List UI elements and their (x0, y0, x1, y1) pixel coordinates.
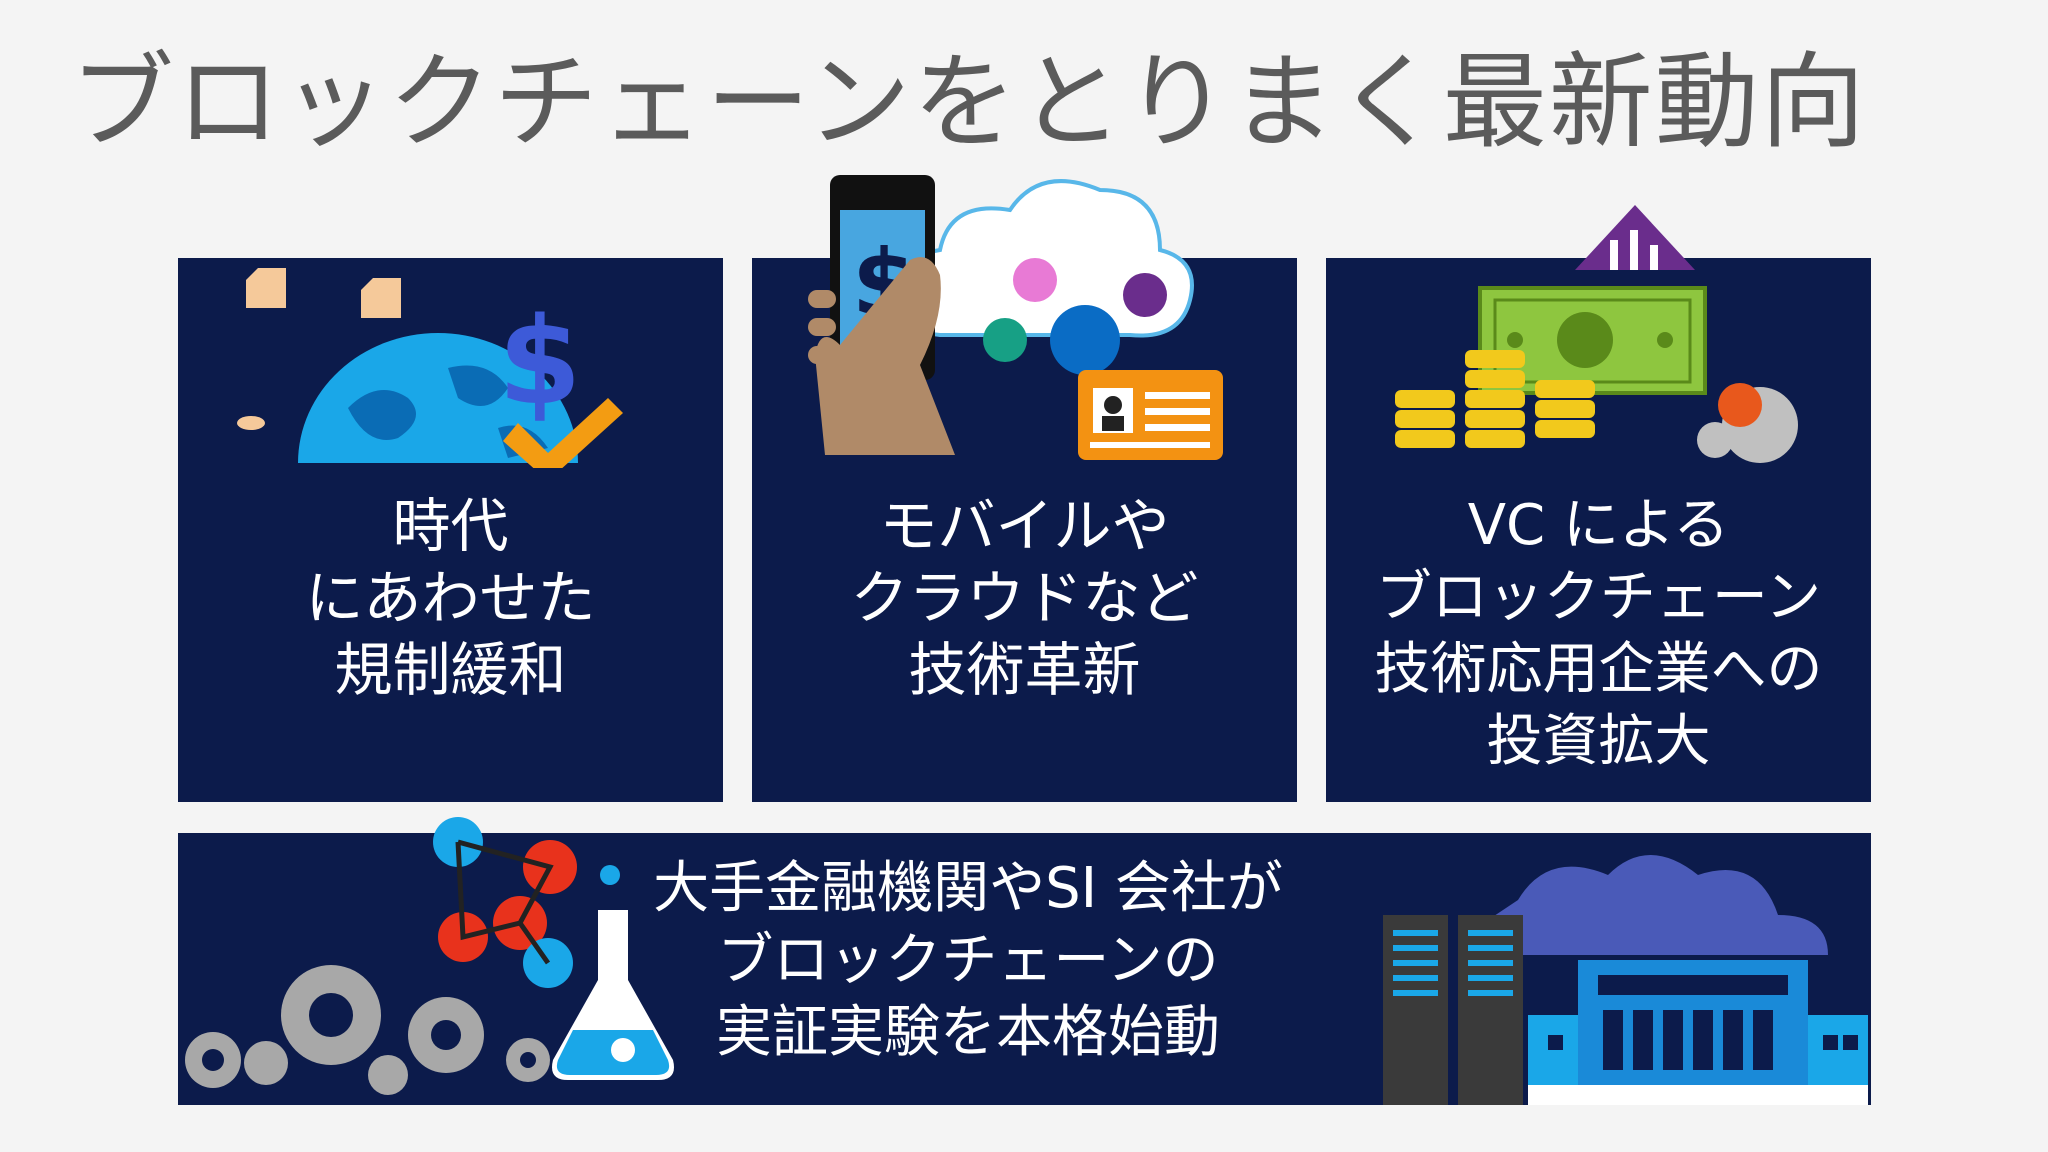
panel-line: VC による (1467, 493, 1730, 558)
panel-deregulation-text: 時代 にあわせた 規制緩和 (178, 490, 723, 706)
panel-pilot-text: 大手金融機関やSI 会社が ブロックチェーンの 実証実験を本格始動 (648, 853, 1288, 1069)
panel-line: 技術革新 (908, 636, 1141, 704)
panel-innovation-text: モバイルや クラウドなど 技術革新 (752, 490, 1297, 706)
panel-line: にあわせた (305, 564, 596, 632)
panel-line: ブロックチェーンの (717, 928, 1219, 993)
money-growth-icon (1385, 200, 1805, 470)
panel-line: 実証実験を本格始動 (716, 1000, 1220, 1065)
panel-line: 時代 (392, 492, 509, 560)
panel-line: 大手金融機関やSI 会社が (653, 856, 1283, 921)
globe-dollar-icon: $ (218, 258, 668, 468)
panel-line: ブロックチェーン (1375, 565, 1822, 630)
panel-line: 技術応用企業への (1374, 637, 1823, 702)
datacenter-cloud-icon (1378, 840, 1868, 1105)
mobile-cloud-icon: $ (800, 170, 1240, 470)
panel-line: 投資拡大 (1486, 709, 1711, 774)
panel-line: 規制緩和 (334, 636, 567, 704)
svg-text:$: $ (498, 293, 582, 432)
panel-line: モバイルや (879, 492, 1170, 560)
lab-molecule-icon (178, 815, 698, 1105)
panel-line: クラウドなど (850, 564, 1199, 632)
panel-deregulation: $ 時代 にあわせた 規制緩和 (178, 258, 723, 802)
slide-title: ブロックチェーンをとりまく最新動向 (70, 41, 1867, 163)
panel-investment-text: VC による ブロックチェーン 技術応用企業への 投資拡大 (1326, 490, 1871, 778)
